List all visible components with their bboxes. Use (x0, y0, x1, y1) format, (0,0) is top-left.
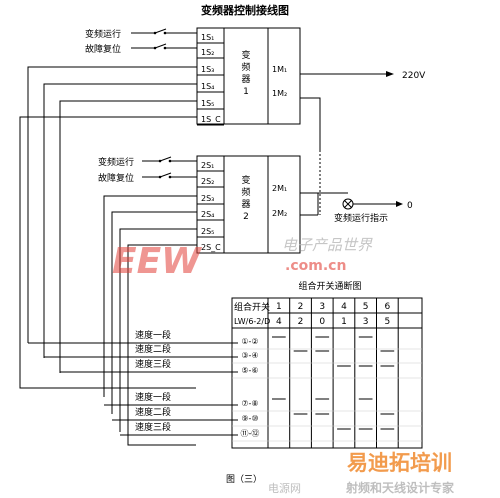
switch (159, 156, 172, 162)
switch-dot (168, 175, 172, 179)
bus (127, 244, 197, 446)
arrow-icon (386, 71, 394, 77)
inverter1-terminal: 1S_C (201, 115, 221, 124)
table-position: 0 (319, 317, 325, 327)
table-position: 2 (298, 302, 304, 312)
switch-dot (163, 31, 167, 35)
switch (154, 28, 167, 34)
link-wire (300, 97, 321, 150)
speed-label: 速度三段 (135, 421, 171, 433)
table-position: 4 (341, 302, 347, 312)
inverter2-terminal: 2S₃ (201, 194, 214, 203)
watermark-logo-cn: 电子产品世界 (282, 236, 373, 254)
inverter2-output-m1: 2M₁ (272, 184, 287, 193)
inverter1-terminal: 1S₁ (201, 33, 214, 42)
bus (111, 211, 197, 414)
inverter2-output-m2: 2M₂ (272, 209, 287, 218)
inverter2-terminal: 2S₄ (201, 210, 214, 219)
switch-dot (168, 159, 172, 163)
inverter1-terminal: 1S₅ (201, 99, 214, 108)
inverter1-name: 器 (241, 74, 250, 85)
lamp-icon (344, 200, 352, 208)
table-frame (231, 297, 423, 449)
figure-caption: 图（三） (226, 474, 262, 485)
table-position: 4 (276, 317, 282, 327)
speed-label: 速度二段 (135, 406, 171, 418)
zero-label: 0 (407, 201, 413, 211)
diagram-title: 变频器控制接线图 (201, 3, 289, 17)
bus (59, 100, 197, 373)
marks: 1S₁1S₂1S₃1S₄1S₅1S_C变频器11M₁1M₂变频运行故障复位220… (85, 27, 455, 495)
table-position: 5 (384, 317, 390, 327)
supply-label: 220V (402, 71, 426, 81)
inverter2-name: 器 (241, 199, 250, 210)
lamp-label: 变频运行指示 (334, 212, 388, 224)
table-contact: ⑪-⑫ (241, 429, 260, 438)
inverter1-box (196, 27, 301, 125)
inverter1-name: 1 (243, 87, 249, 97)
switch (154, 43, 167, 49)
table-contact: ①-② (241, 337, 258, 346)
table-contact: ⑦-⑧ (241, 399, 258, 408)
inverter1-output-m1: 1M₁ (272, 65, 287, 74)
inverter1-input-label: 故障复位 (85, 43, 121, 55)
table-contact: ③-④ (241, 351, 258, 360)
inverter2-name: 变 (241, 174, 250, 186)
inverter1-name: 变 (241, 49, 250, 61)
inverter2-terminal: 2S₁ (201, 161, 214, 170)
wires (19, 32, 396, 446)
inverter1-terminal: 1S₂ (201, 48, 214, 57)
inverter2-terminal: 2S₅ (201, 227, 214, 236)
inverter2-input-label: 变频运行 (98, 156, 134, 168)
inverter2-name: 2 (243, 212, 249, 222)
table-position: 1 (341, 317, 347, 327)
table-position: 3 (363, 317, 369, 327)
bus (103, 195, 197, 397)
inverter2-terminal: 2S₂ (201, 177, 214, 186)
watermark-logo-url: .com.cn (285, 258, 346, 274)
table-position: 1 (276, 302, 282, 312)
table-position: 2 (298, 317, 304, 327)
speed-label: 速度三段 (135, 358, 171, 370)
inverter1-output-m2: 1M₂ (272, 89, 287, 98)
bus (19, 116, 197, 389)
speed-label: 速度二段 (135, 343, 171, 355)
table-header-label: 组合开关 (234, 301, 270, 313)
inverter2-input-label: 故障复位 (98, 172, 134, 184)
table-position: 5 (363, 302, 369, 312)
watermark-cn: 射频和天线设计专家 (345, 480, 455, 495)
bus (119, 228, 197, 432)
watermark-prefix: 电源网 (268, 481, 301, 495)
speed-label: 速度一段 (135, 329, 171, 341)
table-header-label: LW/6-2/D (234, 317, 270, 326)
switch (159, 172, 172, 178)
inverter1-terminal: 1S₄ (201, 82, 214, 91)
speed-label: 速度一段 (135, 391, 171, 403)
table-contact: ⑤-⑥ (241, 366, 258, 375)
bus (27, 66, 197, 343)
table-position: 6 (384, 302, 390, 312)
inverter2-terminal: 2S_C (201, 243, 221, 252)
inverter1-input-label: 变频运行 (85, 28, 121, 40)
table-position: 3 (319, 302, 325, 312)
inverter1-name: 频 (241, 61, 250, 73)
table-title: 组合开关通断图 (298, 280, 361, 292)
arrow-icon (396, 201, 403, 207)
bus (43, 83, 197, 358)
switch-dot (163, 46, 167, 50)
table-contact: ⑨-⑩ (241, 414, 258, 423)
inverter2-name: 频 (241, 186, 250, 198)
watermark-logo: EEW (112, 241, 203, 282)
inverter1-terminal: 1S₃ (201, 65, 214, 74)
watermark-brand: 易迪拓培训 (347, 451, 452, 475)
